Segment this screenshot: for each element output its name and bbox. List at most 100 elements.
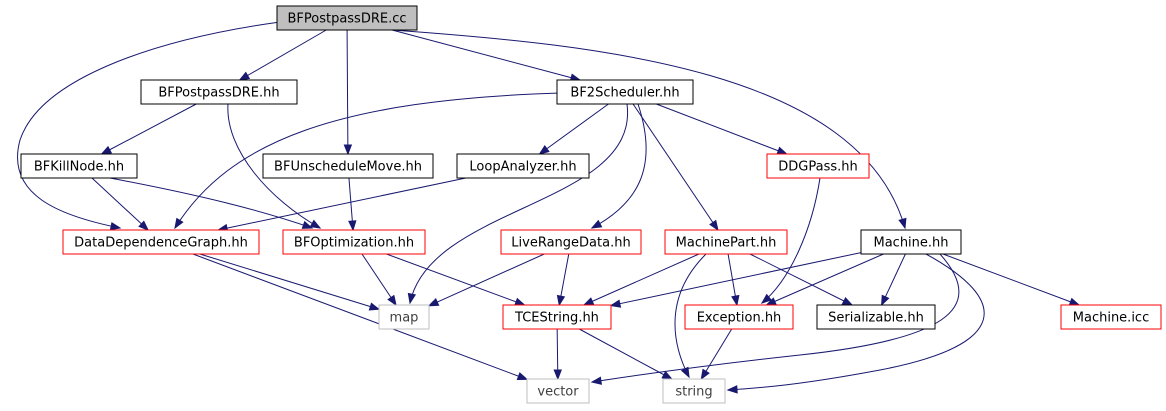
edge-bfpostpass_cc-to-machine: [391, 29, 907, 230]
node-bf2scheduler[interactable]: BF2Scheduler.hh: [556, 79, 694, 105]
edge-line: [91, 177, 149, 231]
arrowhead: [348, 220, 357, 232]
edge-bf2scheduler-to-ddgpass: [656, 103, 788, 155]
edge-bfpostpass_cc-to-bfunschedule: [343, 29, 353, 156]
arrowhead: [309, 219, 322, 229]
edge-bfpostpass_hh-to-bfoptimization: [227, 103, 322, 229]
node-bfkillnode[interactable]: BFKillNode.hh: [20, 153, 138, 179]
node-machineicc[interactable]: Machine.icc: [1060, 304, 1162, 330]
arrowhead: [100, 145, 113, 155]
node-bfoptimization[interactable]: BFOptimization.hh: [282, 229, 426, 255]
arrowhead: [556, 294, 566, 307]
node-label: Machine.hh: [873, 236, 948, 251]
arrowhead: [538, 144, 550, 155]
edge-machine-to-tcestring: [609, 252, 862, 308]
node-box: [664, 229, 788, 255]
edge-tcestring-to-vector: [553, 328, 562, 381]
node-vector[interactable]: vector: [526, 378, 590, 404]
arrowhead: [109, 221, 122, 231]
node-bfpostpass_hh[interactable]: BFPostpassDRE.hh: [140, 79, 298, 105]
edge-bf2scheduler-to-loopanalyzer: [538, 103, 609, 155]
arrowhead: [427, 298, 440, 307]
node-label: LoopAnalyzer.hh: [469, 160, 576, 175]
edge-bfpostpass_hh-to-bfkillnode: [100, 103, 197, 155]
edge-line: [632, 103, 719, 231]
arrowhead: [516, 372, 529, 380]
node-box: [62, 229, 260, 255]
node-label: vector: [537, 385, 579, 400]
node-label: BFKillNode.hh: [34, 160, 124, 175]
arrowhead: [881, 294, 890, 307]
node-label: DDGPass.hh: [778, 160, 857, 175]
edge-line: [361, 253, 397, 306]
edge-liverange-to-tcestring: [556, 253, 570, 307]
node-exception[interactable]: Exception.hh: [684, 304, 794, 330]
edge-line: [239, 29, 327, 81]
node-label: Serializable.hh: [828, 311, 924, 326]
node-map[interactable]: map: [378, 304, 430, 330]
node-label: BFUnscheduleMove.hh: [274, 160, 422, 175]
node-box: [526, 378, 590, 404]
edge-machinepart-to-tcestring: [582, 253, 700, 306]
arrowhead: [138, 220, 150, 231]
node-box: [816, 304, 936, 330]
edge-line: [591, 103, 647, 229]
edge-line: [610, 252, 862, 307]
edge-line: [539, 103, 609, 155]
arrowhead: [609, 299, 622, 308]
arrowhead: [898, 217, 907, 230]
node-tcestring[interactable]: TCEString.hh: [502, 304, 612, 330]
arrowhead: [514, 297, 526, 306]
arrowhead: [343, 144, 353, 156]
node-ddg[interactable]: DataDependenceGraph.hh: [62, 229, 260, 255]
arrowhead: [760, 293, 773, 304]
arrowhead: [387, 294, 397, 307]
edge-bf2scheduler-to-liverange: [590, 103, 647, 229]
arrowhead: [582, 297, 595, 306]
node-string[interactable]: string: [662, 378, 726, 404]
node-box: [262, 153, 434, 179]
node-box: [556, 79, 694, 105]
edge-machine-to-vector: [590, 253, 960, 385]
edge-line: [101, 103, 197, 155]
edge-line: [674, 253, 707, 378]
arrowhead: [238, 71, 251, 81]
edge-bfoptimization-to-map: [361, 253, 397, 307]
edge-line: [761, 177, 821, 304]
arrowhead: [1068, 297, 1081, 306]
edge-line: [583, 253, 700, 306]
edge-line: [700, 328, 733, 380]
edge-machine-to-string: [726, 253, 985, 394]
edge-machine-to-serializable: [881, 253, 906, 307]
edge-line: [109, 177, 313, 229]
arrowhead: [301, 220, 314, 229]
arrowhead: [590, 219, 603, 229]
edge-line: [942, 253, 1080, 306]
edge-bf2scheduler-to-map: [407, 103, 628, 305]
node-serializable[interactable]: Serializable.hh: [816, 304, 936, 330]
edge-bfkillnode-to-ddg: [91, 177, 150, 231]
edge-bfpostpass_cc-to-ddg: [17, 21, 281, 231]
edge-line: [218, 177, 466, 231]
node-liverange[interactable]: LiveRangeData.hh: [500, 229, 642, 255]
edge-ddg-to-map: [199, 253, 381, 311]
edge-machine-to-machineicc: [942, 253, 1081, 306]
arrowhead: [553, 369, 562, 381]
node-label: BFPostpassDRE.cc: [287, 12, 406, 27]
node-box: [662, 378, 726, 404]
node-bfunschedule[interactable]: BFUnscheduleMove.hh: [262, 153, 434, 179]
node-loopanalyzer[interactable]: LoopAnalyzer.hh: [456, 153, 590, 179]
arrowhead: [368, 302, 381, 311]
edge-line: [391, 29, 581, 81]
edges-layer: [17, 21, 1081, 394]
edge-line: [656, 103, 787, 155]
node-label: BF2Scheduler.hh: [570, 86, 679, 101]
node-label: BFOptimization.hh: [294, 236, 414, 251]
node-machine[interactable]: Machine.hh: [860, 229, 962, 255]
node-ddgpass[interactable]: DDGPass.hh: [766, 153, 870, 179]
edge-machinepart-to-string: [674, 253, 707, 379]
node-label: LiveRangeData.hh: [511, 236, 630, 251]
edge-line: [386, 253, 525, 306]
edge-bfkillnode-to-bfoptimization: [109, 177, 314, 229]
node-machinepart[interactable]: MachinePart.hh: [664, 229, 788, 255]
